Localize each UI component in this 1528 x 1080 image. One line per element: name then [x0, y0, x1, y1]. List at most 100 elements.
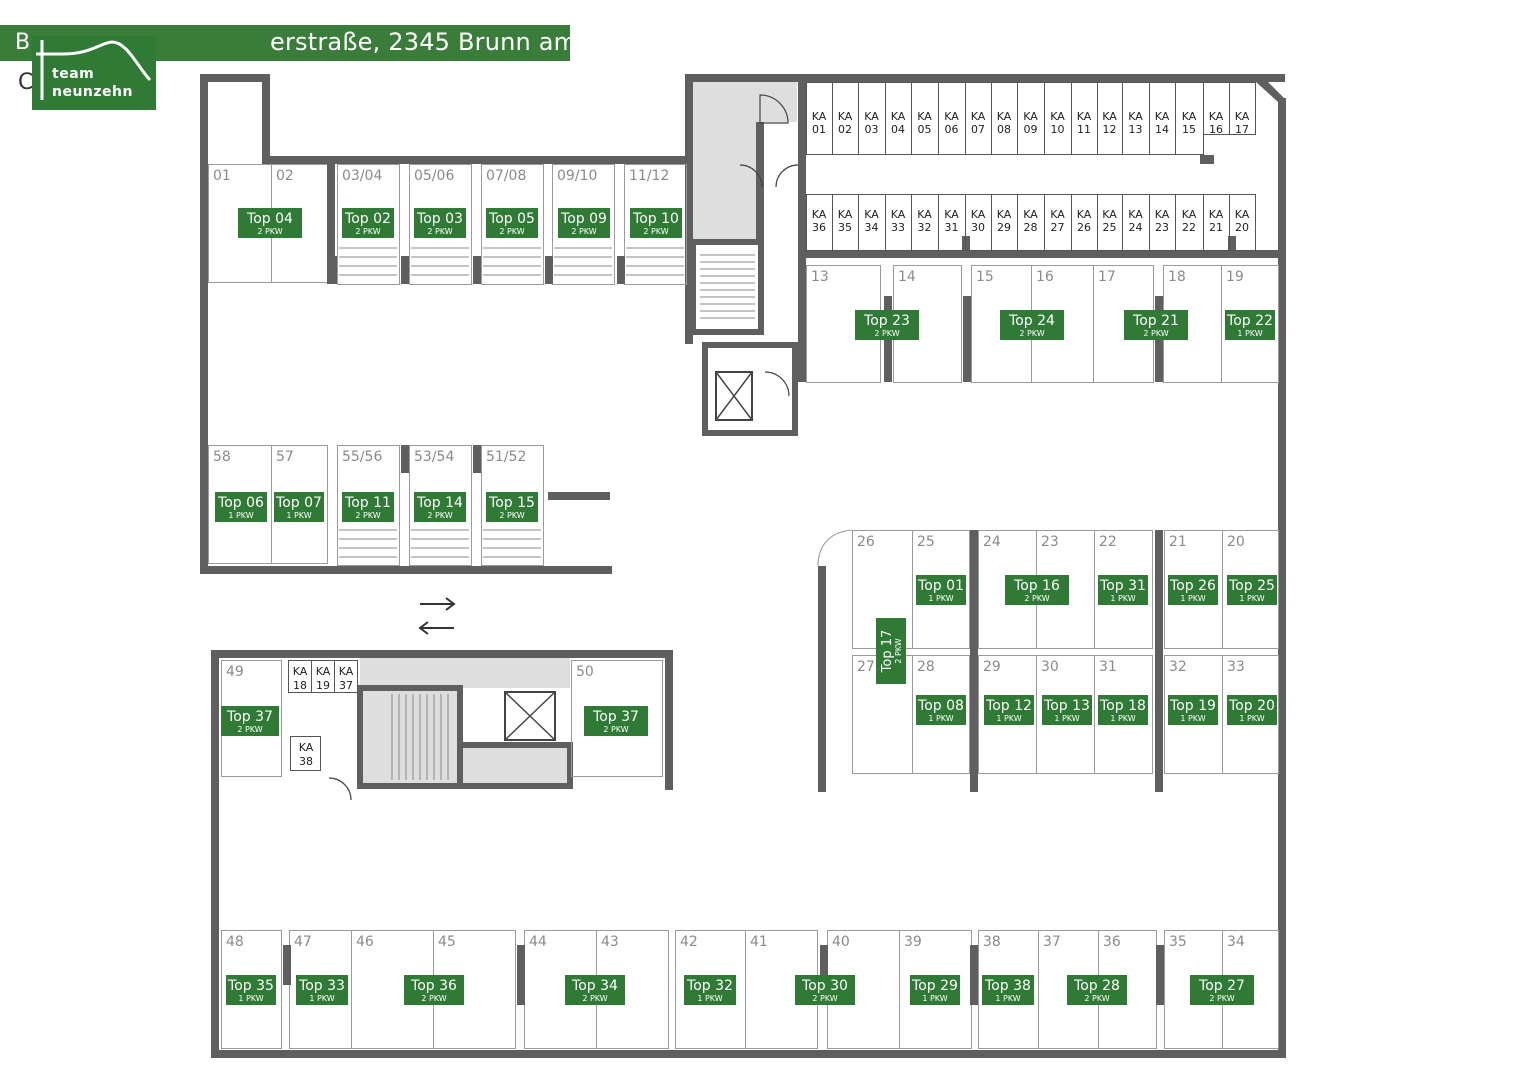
- wall-top-right: [685, 74, 1285, 82]
- pillar: [1156, 945, 1164, 1005]
- cellar-number: 06: [945, 123, 959, 136]
- cellar-prefix: KA: [864, 208, 879, 221]
- unit-label-box: [1227, 695, 1277, 725]
- unit-label-top: Top 33: [298, 978, 345, 994]
- lift-shaft-1: [702, 342, 798, 436]
- unit-label-top: Top 14: [416, 495, 463, 511]
- cellar-prefix: KA: [891, 208, 906, 221]
- bay-number: 50: [576, 664, 594, 680]
- parking-bay: [1094, 655, 1153, 774]
- cellar-number: 14: [1155, 123, 1169, 136]
- pillar: [1228, 236, 1236, 256]
- wall-right-wing-left: [798, 82, 806, 382]
- header-address: erstraße, 2345 Brunn am Gebirge: [270, 28, 682, 56]
- parking-bay: [221, 930, 282, 1049]
- unit-label-pkw: 2 PKW: [894, 638, 903, 663]
- bay-number: 33: [1227, 659, 1245, 675]
- cellar-prefix: KA: [1102, 208, 1117, 221]
- cellar-number: 30: [971, 221, 985, 234]
- cellar-prefix: KA: [1235, 208, 1250, 221]
- bay-number: 18: [1168, 269, 1186, 285]
- core-landing-top: [693, 82, 797, 122]
- unit-label-pkw: 2 PKW: [257, 227, 282, 236]
- cellar-prefix: KA: [316, 665, 331, 678]
- unit-label-box: [855, 310, 919, 340]
- arrow-right-icon: [420, 597, 456, 611]
- unit-label-box: [1124, 310, 1188, 340]
- bay-number: 36: [1103, 934, 1121, 950]
- wall-corner: [1256, 74, 1286, 108]
- unit-label-box: [795, 975, 855, 1005]
- door-swing-icon: [328, 777, 352, 801]
- cellar-prefix: KA: [838, 208, 853, 221]
- door-swing-icon: [775, 164, 799, 188]
- unit-label-top: Top 31: [1099, 578, 1146, 594]
- cellar-prefix: KA: [971, 208, 986, 221]
- pillar: [327, 160, 335, 284]
- bay-number: 48: [226, 934, 244, 950]
- bay-number: 46: [356, 934, 374, 950]
- bay-number: 15: [976, 269, 994, 285]
- bay-number: 38: [983, 934, 1001, 950]
- cellar-number: 01: [812, 123, 826, 136]
- unit-label-box: [1098, 695, 1148, 725]
- unit-label-box: [910, 975, 960, 1005]
- unit-label-box: [296, 975, 348, 1005]
- cellar-number: 35: [838, 221, 852, 234]
- cellar-prefix: KA: [944, 208, 959, 221]
- unit-label-box: [1098, 575, 1148, 605]
- unit-label-pkw: 2 PKW: [812, 994, 837, 1003]
- unit-label-pkw: 2 PKW: [582, 994, 607, 1003]
- wall-cellar-bottom: [798, 250, 1286, 258]
- unit-label-top: Top 12: [985, 698, 1032, 714]
- cellar-prefix: KA: [864, 110, 879, 123]
- unit-label-top: Top 18: [1099, 698, 1146, 714]
- unit-label-top: Top 28: [1073, 978, 1120, 994]
- unit-label-box: [404, 975, 464, 1005]
- cellar-prefix: KA: [1128, 208, 1143, 221]
- unit-label-top: Top 36: [410, 978, 457, 994]
- bay-number: 58: [213, 449, 231, 465]
- logo-text-neunzehn: neunzehn: [52, 84, 133, 100]
- unit-label-box: [1042, 695, 1092, 725]
- bay-number: 41: [750, 934, 768, 950]
- unit-label-box: [215, 492, 267, 522]
- unit-label-top: Top 29: [911, 978, 958, 994]
- unit-label-top: Top 20: [1228, 698, 1275, 714]
- bay-number: 45: [438, 934, 456, 950]
- core-room: [693, 122, 757, 242]
- cellar-compartment: [1229, 194, 1256, 251]
- unit-label-box: [876, 618, 906, 684]
- unit-label-top: Top 19: [1169, 698, 1216, 714]
- bay-number: 01: [213, 168, 231, 184]
- unit-label-box: [486, 492, 538, 522]
- unit-label-pkw: 2 PKW: [1143, 329, 1168, 338]
- unit-label-pkw: 1 PKW: [1054, 714, 1079, 723]
- bay-number: 30: [1041, 659, 1059, 675]
- lift-cross-icon: [715, 371, 753, 421]
- unit-label-pkw: 1 PKW: [1180, 714, 1205, 723]
- cellar-number: 31: [945, 221, 959, 234]
- bay-number: 23: [1041, 534, 1059, 550]
- cellar-prefix: KA: [1235, 110, 1250, 123]
- cellar-compartment: [1229, 82, 1256, 135]
- cellar-number: 33: [891, 221, 905, 234]
- unit-label-pkw: 1 PKW: [996, 714, 1021, 723]
- unit-label-pkw: 2 PKW: [1019, 329, 1044, 338]
- cellar-prefix: KA: [917, 208, 932, 221]
- cellar-prefix: KA: [997, 208, 1012, 221]
- unit-label-top: Top 22: [1226, 313, 1273, 329]
- cellar-prefix: KA: [1155, 110, 1170, 123]
- cellar-number: 32: [918, 221, 932, 234]
- cellar-prefix: KA: [971, 110, 986, 123]
- unit-label-box: [414, 208, 466, 238]
- wall-mid-left-bottom: [200, 566, 612, 574]
- unit-label-box: [226, 975, 276, 1005]
- unit-label-pkw: 1 PKW: [1237, 329, 1262, 338]
- cellar-number: 38: [299, 755, 313, 768]
- pillar: [283, 945, 291, 985]
- parking-bay: [1222, 530, 1279, 649]
- unit-label-pkw: 2 PKW: [874, 329, 899, 338]
- bay-number: 37: [1043, 934, 1061, 950]
